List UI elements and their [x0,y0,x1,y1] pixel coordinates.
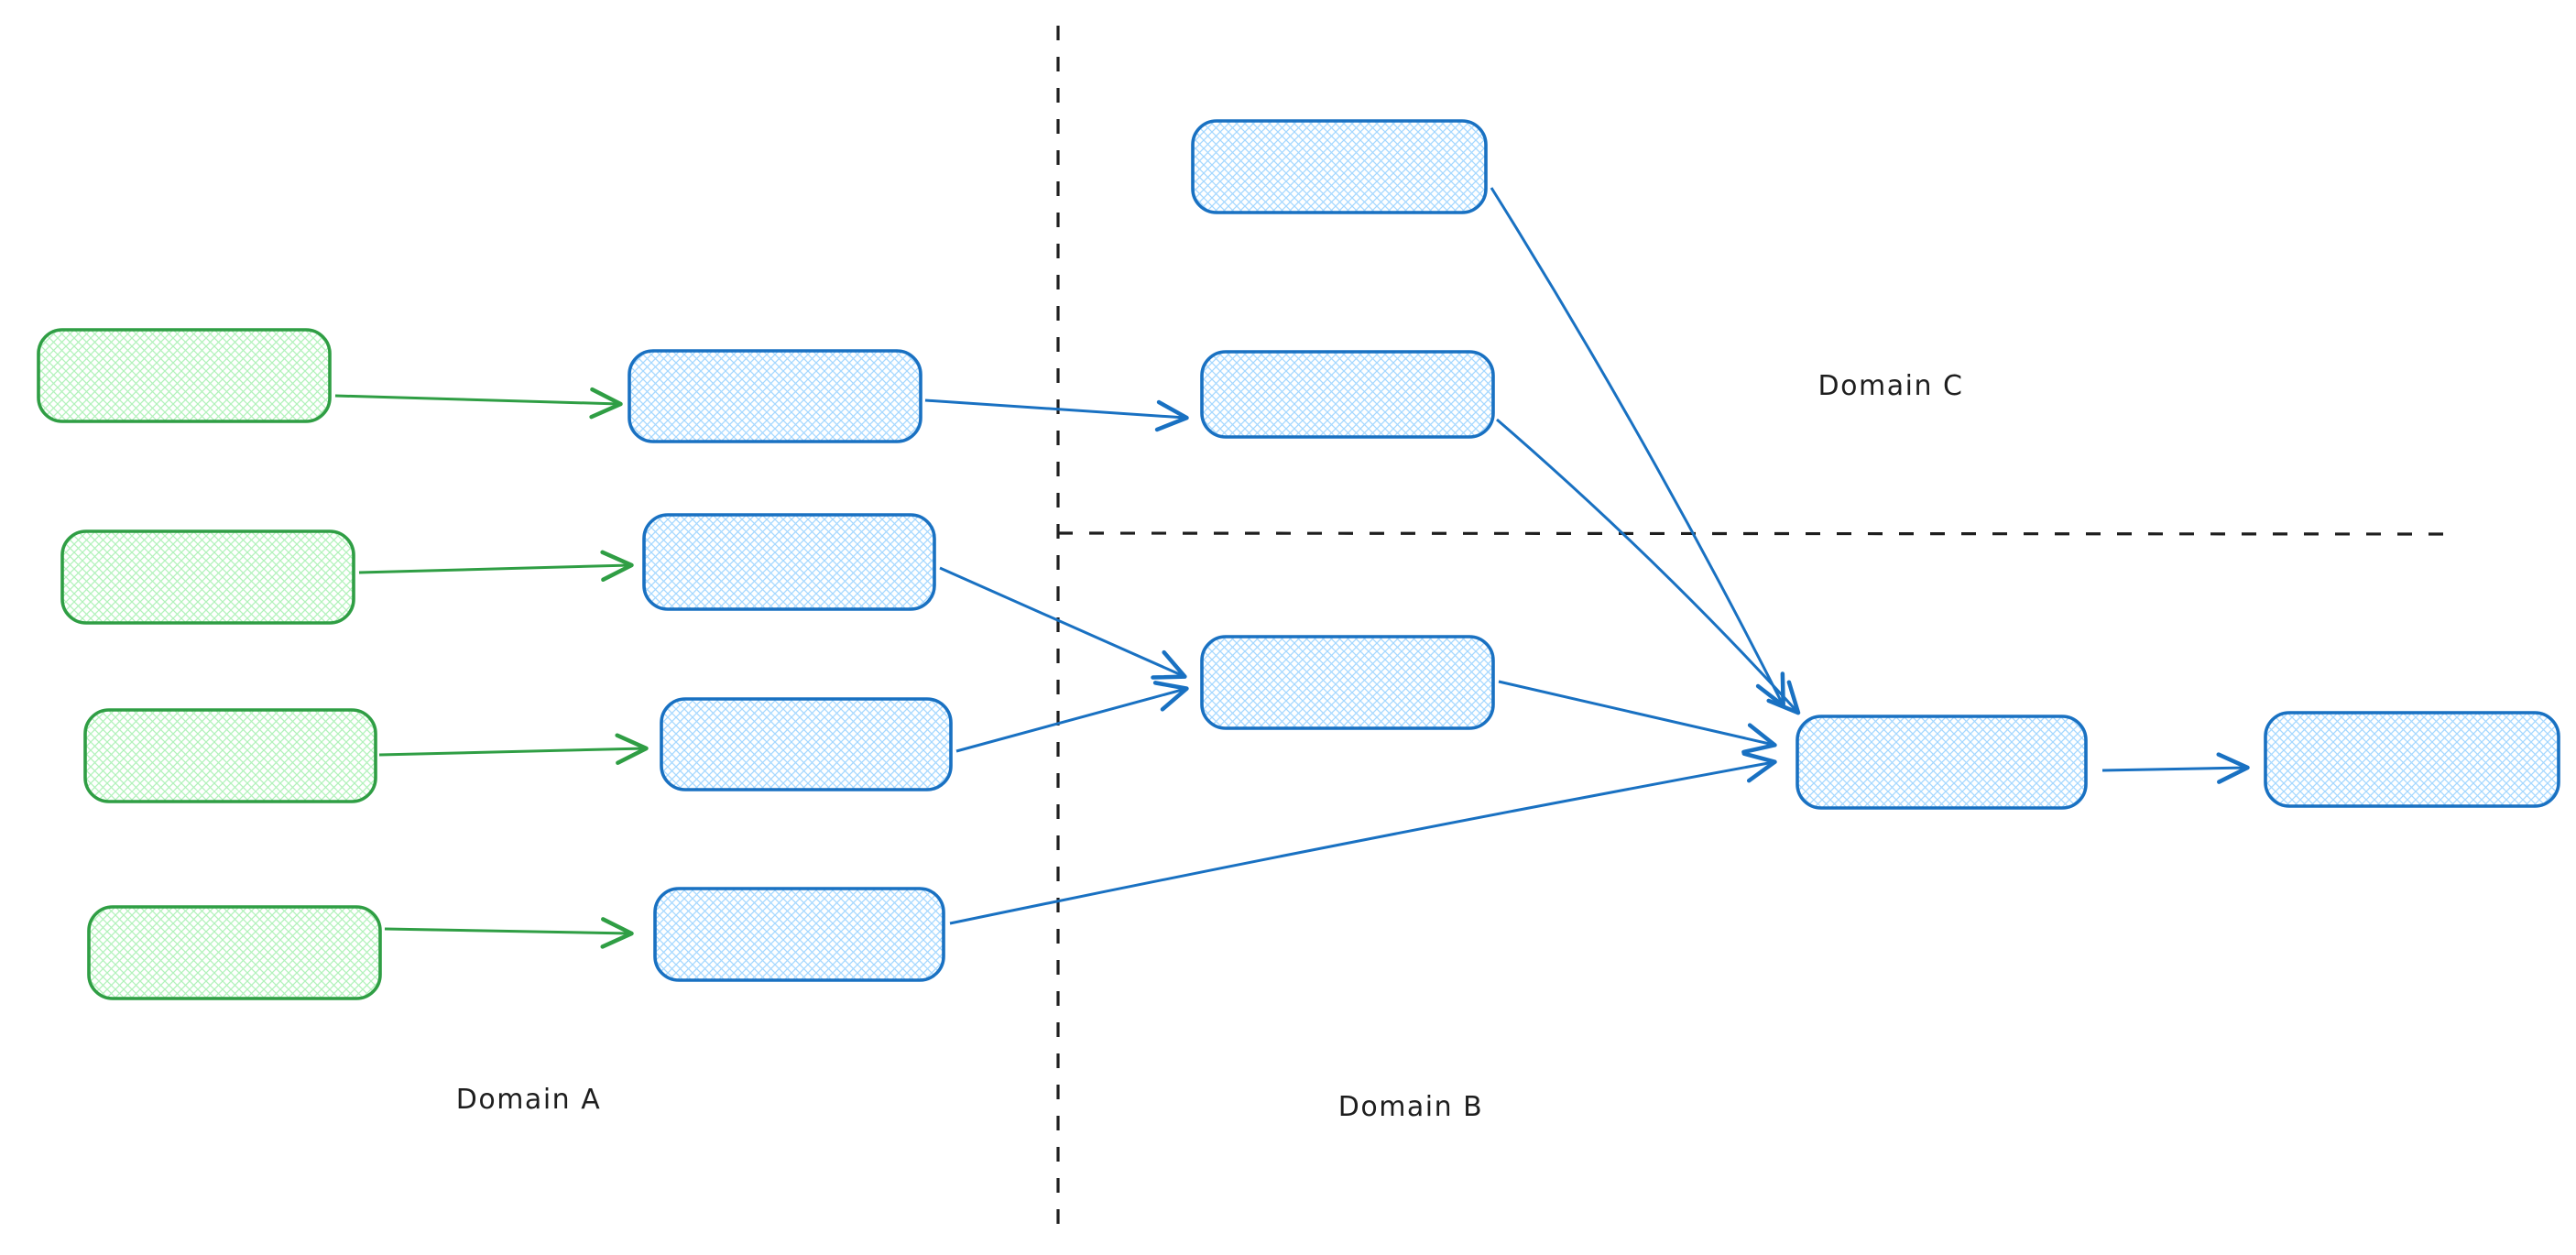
horizontal-domain-divider [1057,531,2447,536]
domain-a-source-box-2 [60,529,355,625]
domain-b-hub-box [1796,715,2088,810]
domain-c-label: Domain C [1818,370,1964,402]
domain-a-process-box-2 [642,513,936,611]
arrow-src3-to-mid3 [378,733,649,765]
domain-b-label: Domain B [1338,1091,1484,1123]
domain-c-box-lower [1200,350,1495,439]
arrow-mid1-to-clower [924,398,1189,432]
arrow-hub-to-output [2101,752,2250,784]
arrow-src4-to-mid4 [384,917,634,949]
domain-a-source-box-4 [87,905,382,1000]
domain-b-input-box [1200,635,1495,730]
domain-b-output-box [2264,711,2560,808]
domain-a-process-box-1 [628,349,922,443]
arrow-mid2-to-binput [939,566,1187,680]
arrow-ctop-to-hub [1490,187,1785,708]
domain-a-source-box-1 [37,328,332,423]
arrow-binput-to-hub [1498,680,1777,755]
domain-a-process-box-4 [653,887,945,982]
domain-a-source-box-3 [83,708,377,803]
domain-a-process-box-3 [660,697,953,791]
arrow-src1-to-mid1 [334,387,623,420]
arrow-mid3-to-binput [955,681,1189,753]
arrow-clower-to-hub [1496,418,1801,715]
arrow-mid4-to-hub [949,751,1777,925]
arrow-src2-to-mid2 [358,550,634,583]
domain-c-box-top [1191,119,1488,214]
domain-a-label: Domain A [456,1084,601,1116]
